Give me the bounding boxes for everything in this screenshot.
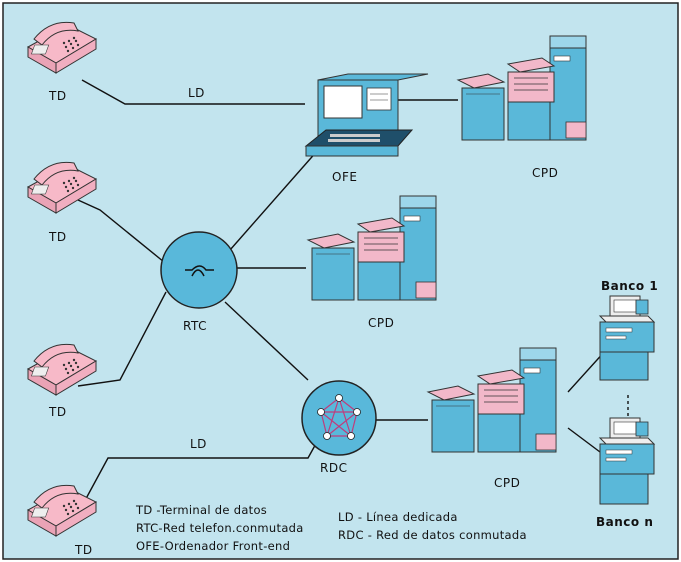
legend-ld: LD - Línea dedicada	[338, 510, 458, 524]
connection-lines	[77, 79, 629, 507]
bank-base-icon	[599, 473, 649, 505]
td-rtc-line-1	[77, 199, 165, 263]
rtc-ofe-line	[229, 149, 319, 251]
cpd-label: CPD	[494, 476, 521, 490]
cpd-label: CPD	[532, 166, 559, 180]
rtc-network-icon	[160, 231, 238, 309]
legend-rtc: RTC-Red telefon.conmutada	[136, 521, 304, 535]
ofe-label: OFE	[332, 170, 358, 184]
td-label: TD	[75, 543, 93, 557]
rdc-label: RDC	[320, 461, 348, 475]
rtc-rdc-line	[224, 301, 309, 381]
rdc-network-icon	[301, 380, 377, 456]
banco-n-label: Banco n	[596, 515, 654, 529]
ld-line-bottom	[81, 439, 319, 507]
td-label: TD	[49, 89, 67, 103]
bank-base-icon	[599, 351, 649, 381]
ld-label: LD	[188, 86, 205, 100]
ld-label: LD	[190, 437, 207, 451]
ofe-terminal-icon	[304, 73, 429, 157]
rtc-label: RTC	[183, 319, 207, 333]
td-label: TD	[49, 230, 67, 244]
td-rtc-line-2	[77, 291, 167, 387]
legend-rdc: RDC - Red de datos conmutada	[338, 528, 527, 542]
banco-1-label: Banco 1	[601, 279, 659, 293]
cpd-bancon-line	[567, 427, 601, 453]
legend-ofe: OFE-Ordenador Front-end	[136, 539, 291, 553]
td-label: TD	[49, 405, 67, 419]
ld-line-top	[81, 79, 305, 105]
legend-td: TD -Terminal de datos	[136, 503, 268, 517]
cpd-label: CPD	[368, 316, 395, 330]
